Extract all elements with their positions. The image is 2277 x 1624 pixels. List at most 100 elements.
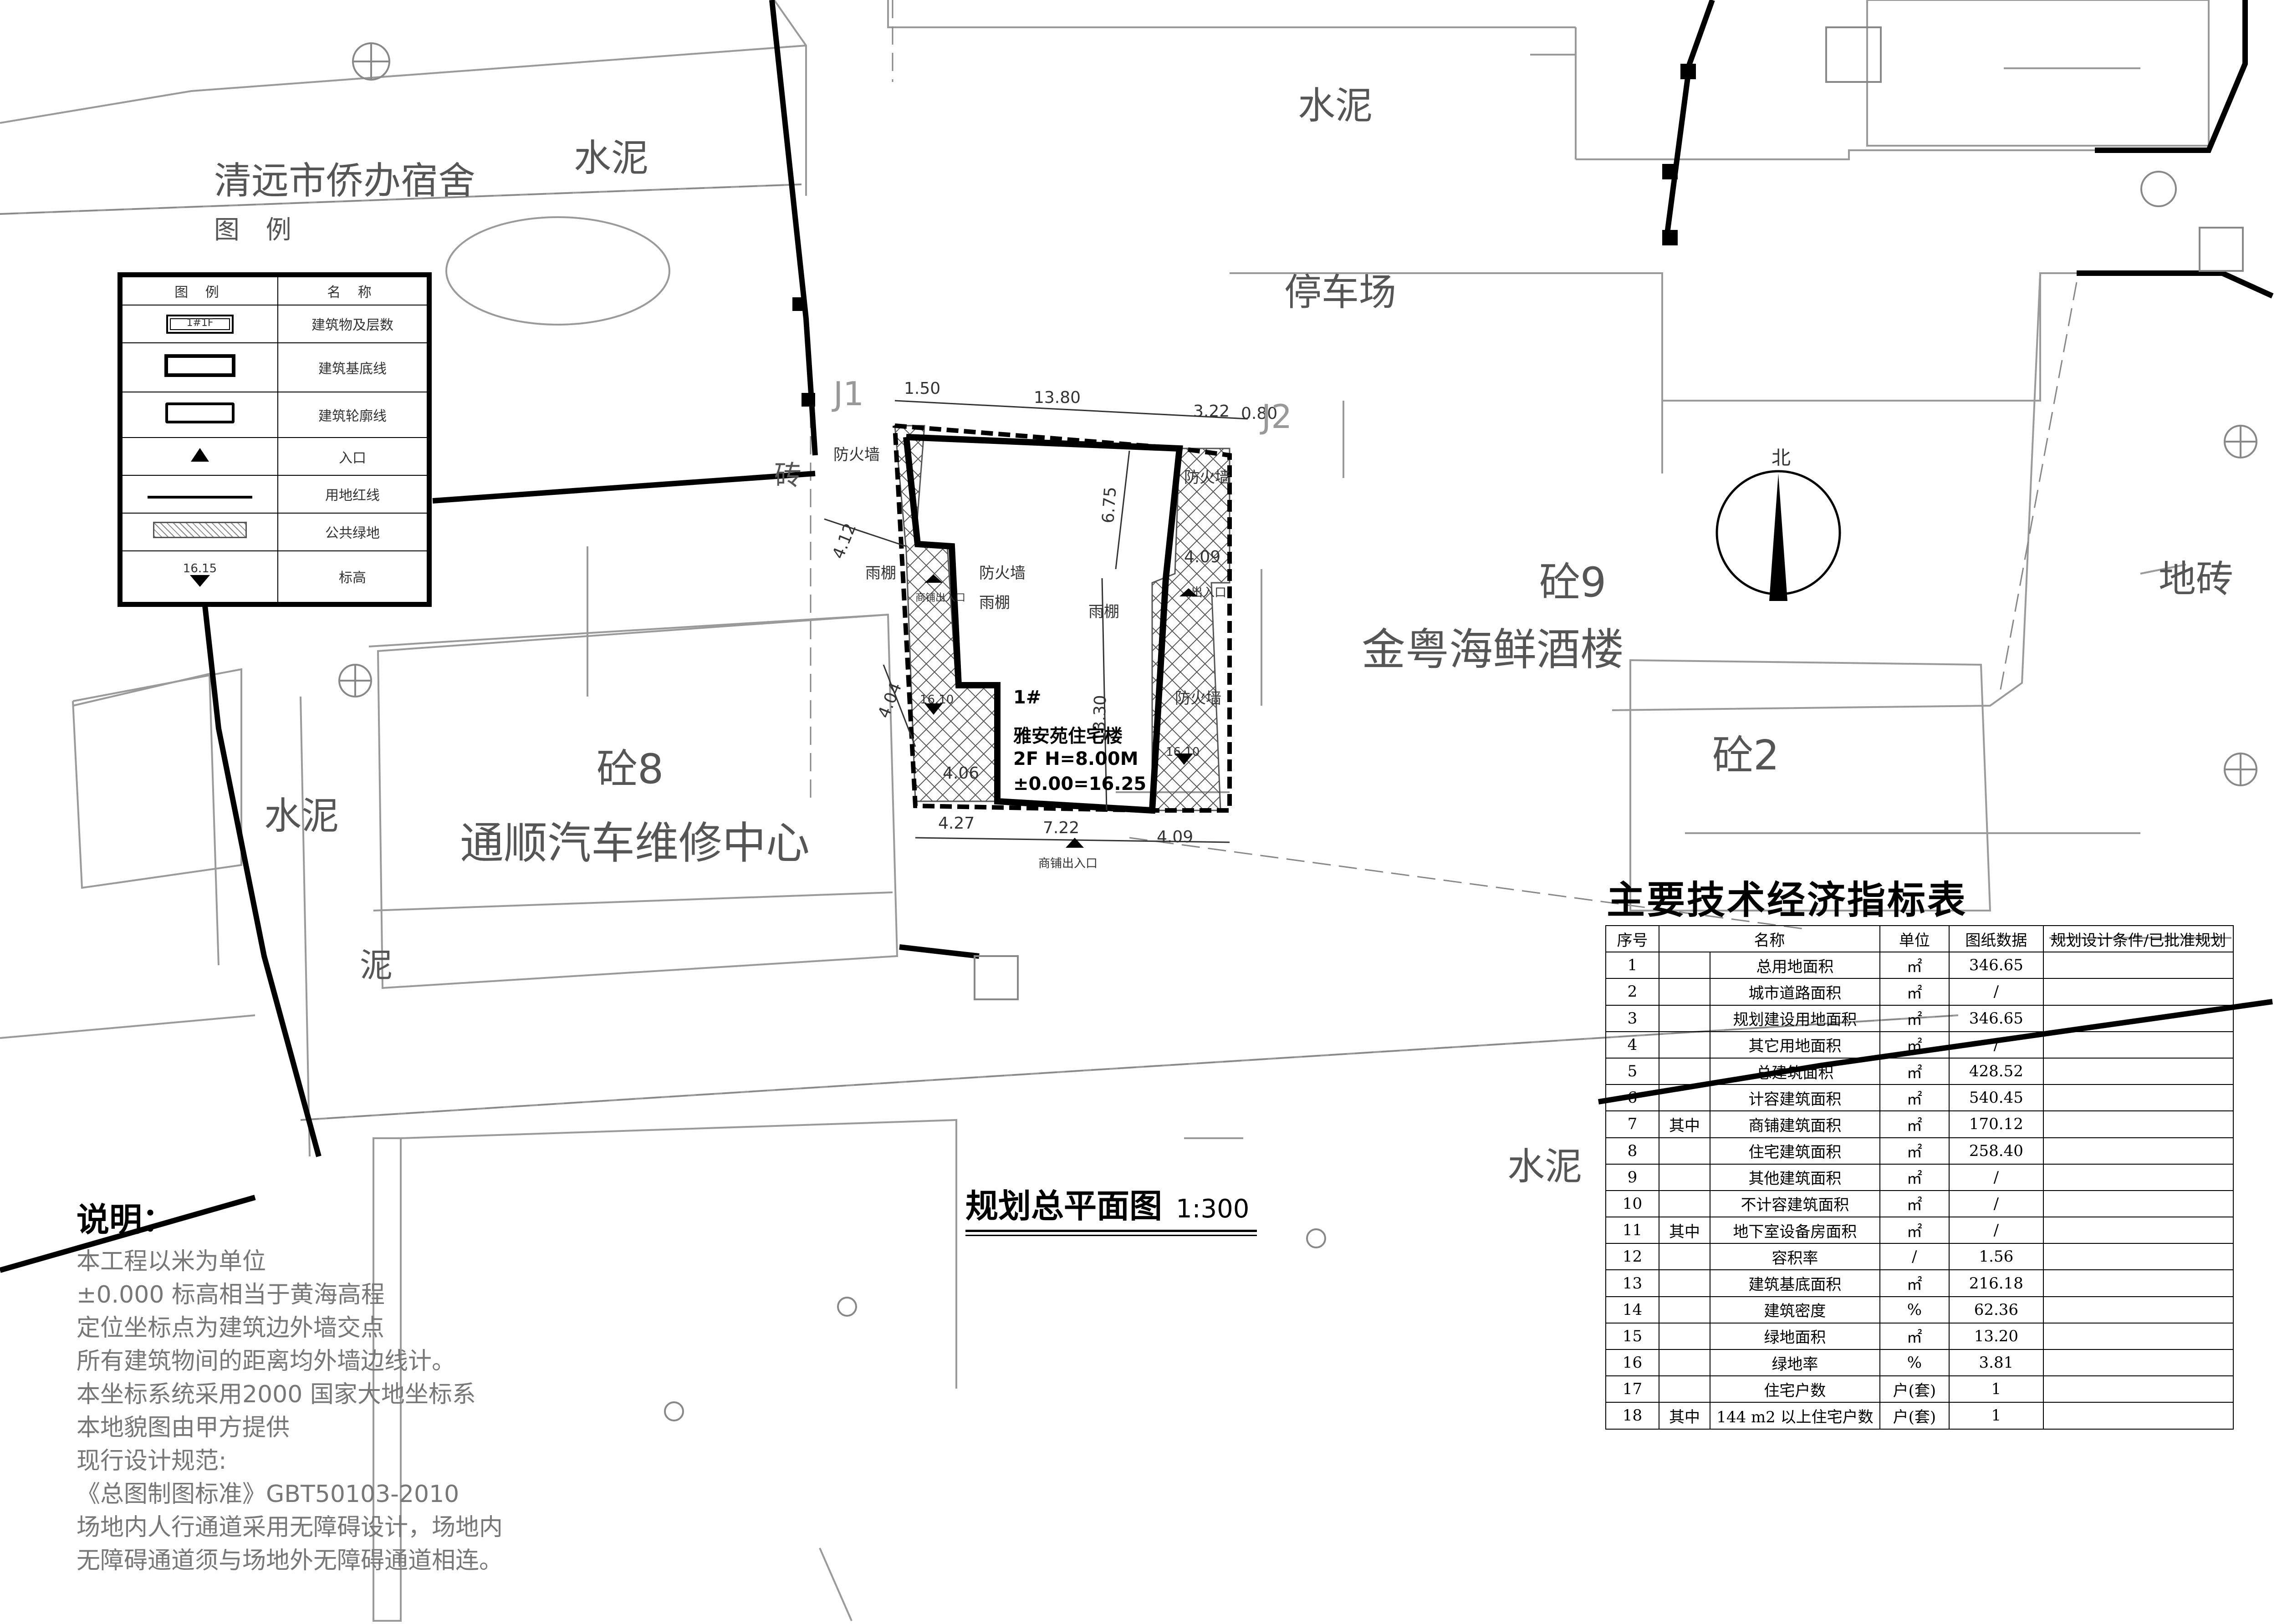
note-line: 现行设计规范:	[77, 1447, 227, 1475]
legend-name: 建筑基底线	[277, 342, 428, 392]
eco-header: 单位	[1879, 925, 1950, 953]
table-cell: 2	[1605, 978, 1659, 1006]
table-cell	[1659, 1163, 1710, 1191]
table-cell: 1	[1948, 1402, 2044, 1430]
firewall-label: 防火墙	[979, 564, 1026, 582]
shop-entrance-label: 商铺出入口	[1038, 857, 1098, 871]
table-cell: ㎡	[1879, 1031, 1950, 1059]
canopy-label: 雨棚	[1088, 603, 1119, 621]
table-cell: 216.18	[1948, 1269, 2044, 1297]
note-line: 场地内人行通道采用无障碍设计，场地内	[77, 1514, 503, 1541]
table-cell: 户(套)	[1879, 1402, 1950, 1430]
map-scale: 1:300	[1176, 1194, 1250, 1224]
table-cell: 3	[1605, 1004, 1659, 1032]
entrance-triangle-icon	[122, 437, 278, 476]
svg-text:4.09: 4.09	[1184, 548, 1220, 566]
table-cell: 428.52	[1948, 1057, 2044, 1085]
building-label: 1# 雅安苑住宅楼 2F H=8.00M ±0.00=16.25	[1013, 687, 1146, 794]
place-cement: 水泥	[264, 794, 339, 838]
eco-header-row: 序号 名称 单位 图纸数据 规划设计条件/已批准规划	[1605, 925, 2234, 953]
svg-text:6.75: 6.75	[1099, 486, 1120, 524]
elevation-marker-icon: 16.15	[122, 550, 278, 603]
table-cell	[2042, 1004, 2234, 1032]
table-cell: 13	[1605, 1269, 1659, 1297]
table-cell: 13.20	[1948, 1322, 2044, 1350]
canopy-label: 雨棚	[979, 594, 1010, 612]
table-cell: ㎡	[1879, 1163, 1950, 1191]
legend-header-name: 名 称	[277, 276, 428, 305]
table-cell	[2042, 1349, 2234, 1377]
table-cell	[2042, 1084, 2234, 1112]
eco-header: 名称	[1659, 925, 1880, 953]
table-cell: ㎡	[1879, 1084, 1950, 1112]
note-line: 无障碍通道须与场地外无障碍通道相连。	[77, 1547, 503, 1574]
table-cell: 容积率	[1710, 1243, 1880, 1271]
table-cell: 总用地面积	[1710, 952, 1880, 979]
table-cell: 绿地率	[1710, 1349, 1880, 1377]
table-cell: 258.40	[1948, 1137, 2044, 1165]
table-cell: 9	[1605, 1163, 1659, 1191]
firewall-label: 防火墙	[833, 446, 880, 464]
table-cell: 144 m2 以上住宅户数	[1710, 1402, 1880, 1430]
table-cell: %	[1879, 1349, 1950, 1377]
table-cell: 346.65	[1948, 952, 2044, 979]
svg-text:4.27: 4.27	[938, 814, 975, 833]
building-outline-box-icon	[122, 391, 278, 438]
map-title-text: 规划总平面图	[965, 1187, 1163, 1225]
table-cell	[2042, 1031, 2234, 1059]
table-cell: 8	[1605, 1137, 1659, 1165]
dimension-lines	[824, 400, 1248, 843]
table-cell	[1659, 1031, 1710, 1059]
svg-text:4.04: 4.04	[874, 680, 905, 721]
place-jinyue: 金粤海鲜酒楼	[1362, 624, 1624, 675]
table-cell	[1659, 952, 1710, 979]
note-line: 《总图制图标准》GBT50103-2010	[77, 1481, 459, 1508]
table-cell	[1659, 1004, 1710, 1032]
table-cell: 346.65	[1948, 1004, 2044, 1032]
table-cell: /	[1948, 1217, 2044, 1244]
table-cell	[1659, 1137, 1710, 1165]
table-cell: ㎡	[1879, 1057, 1950, 1085]
table-cell: 其中	[1659, 1110, 1710, 1138]
table-cell	[1659, 1375, 1710, 1403]
place-tongshun: 通顺汽车维修中心	[460, 818, 810, 869]
table-cell: ㎡	[1879, 1137, 1950, 1165]
place-tong8: 砼8	[597, 745, 664, 793]
table-cell: 10	[1605, 1190, 1659, 1218]
map-title: 规划总平面图 1:300	[965, 1179, 1257, 1236]
table-cell	[2042, 1137, 2234, 1165]
legend-name: 标高	[277, 550, 428, 603]
table-cell: /	[1948, 1163, 2044, 1191]
table-cell	[1659, 1057, 1710, 1085]
legend-name: 建筑物及层数	[277, 305, 428, 343]
svg-text:4.12: 4.12	[829, 521, 860, 562]
table-cell: 14	[1605, 1296, 1659, 1324]
table-cell: 其它用地面积	[1710, 1031, 1880, 1059]
table-cell	[2042, 1163, 2234, 1191]
table-cell: 商铺建筑面积	[1710, 1110, 1880, 1138]
boundary-markers	[792, 64, 1696, 407]
table-cell	[1659, 1349, 1710, 1377]
notes: 说明： 本工程以米为单位±0.000 标高相当于黄海高程定位坐标点为建筑边外墙交…	[77, 1193, 577, 1578]
table-cell	[1659, 1322, 1710, 1350]
svg-text:2F H=8.00M: 2F H=8.00M	[1013, 748, 1138, 769]
legend-box: 图 例 名 称 1#1F 建筑物及层数 建筑基底线 建筑轮廓线 入口 用地红线 …	[117, 272, 432, 607]
table-cell: 15	[1605, 1322, 1659, 1350]
table-cell: /	[1948, 1031, 2044, 1059]
svg-text:7.22: 7.22	[1043, 819, 1079, 837]
table-cell	[2042, 1217, 2234, 1244]
table-cell	[1659, 1269, 1710, 1297]
building-base-box-icon	[122, 342, 278, 392]
table-cell	[2042, 978, 2234, 1006]
table-cell	[2042, 1296, 2234, 1324]
place-mud: 泥	[360, 946, 393, 984]
table-cell	[2042, 1402, 2234, 1430]
svg-text:13.30: 13.30	[1090, 695, 1110, 742]
red-line-icon	[122, 475, 278, 514]
